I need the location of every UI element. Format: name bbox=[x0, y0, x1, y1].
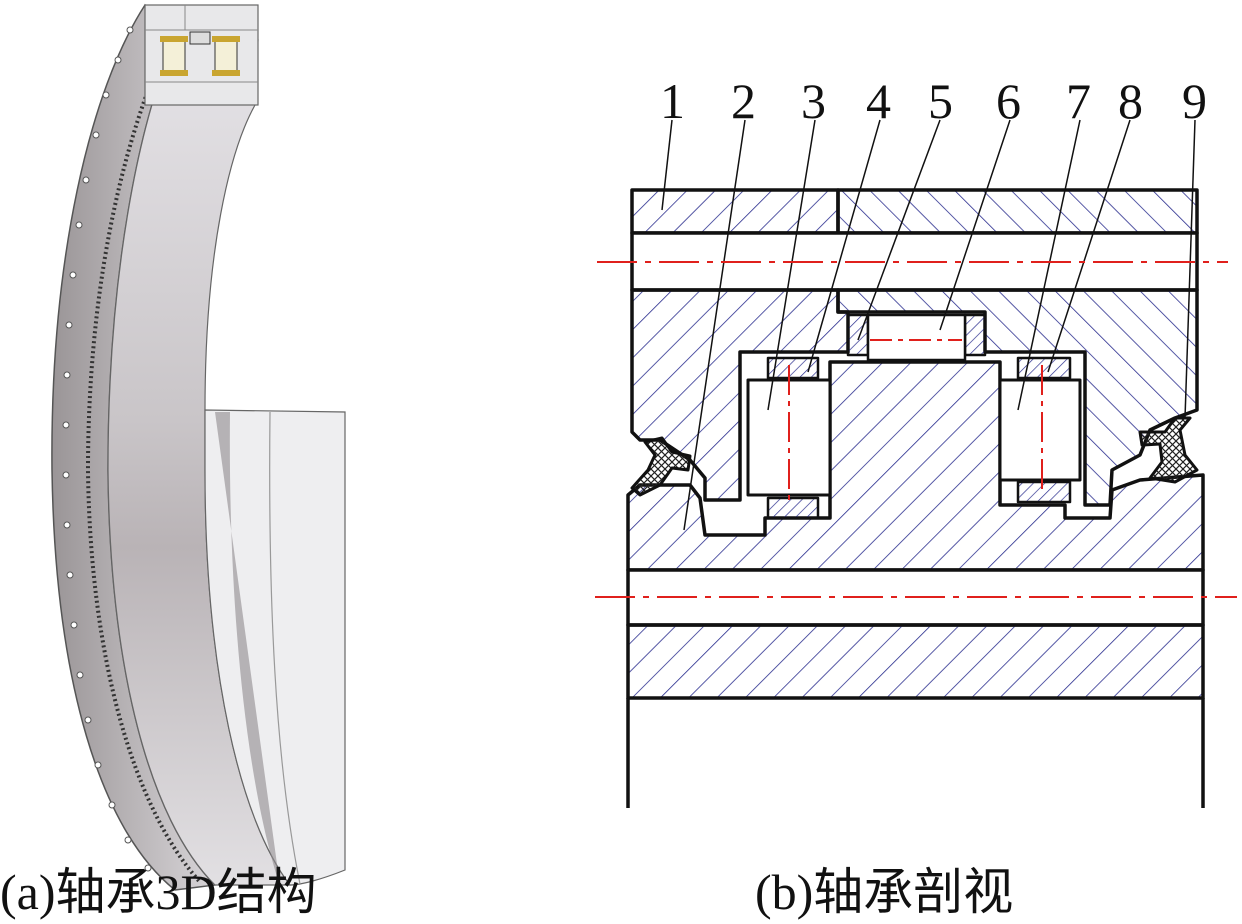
roller-3d-left bbox=[162, 37, 186, 75]
top-cut-section bbox=[144, 4, 259, 106]
cage-left-bottom bbox=[766, 496, 820, 520]
label-1: 1 bbox=[660, 73, 685, 129]
caption-b: (b)轴承剖视 bbox=[755, 864, 1014, 920]
outer-ring-right-body bbox=[836, 288, 1199, 507]
seal-right bbox=[1138, 416, 1199, 484]
cage-right-bottom bbox=[1016, 480, 1072, 504]
label-8: 8 bbox=[1118, 73, 1143, 129]
cut-face-shadow bbox=[215, 412, 280, 886]
label-3: 3 bbox=[801, 73, 826, 129]
label-9: 9 bbox=[1182, 73, 1207, 129]
lower-cut-face bbox=[204, 409, 346, 886]
spacer-right bbox=[963, 313, 987, 357]
seal-groove bbox=[85, 59, 202, 884]
label-7: 7 bbox=[1066, 73, 1091, 129]
caption-a: (a)轴承3D结构 bbox=[0, 864, 317, 920]
inner-cylinder bbox=[107, 39, 292, 886]
roller-right bbox=[998, 378, 1082, 482]
label-6: 6 bbox=[996, 73, 1021, 129]
label-2: 2 bbox=[731, 73, 756, 129]
outer-ring-right-band bbox=[836, 188, 1199, 235]
pin bbox=[866, 313, 967, 362]
cut-face-edge bbox=[269, 411, 301, 885]
label-5: 5 bbox=[928, 73, 953, 129]
cage-right-top bbox=[1016, 356, 1072, 380]
leader-lines bbox=[661, 119, 1196, 531]
part-numbers: 1 2 3 4 5 6 7 8 9 bbox=[660, 73, 1207, 129]
cage-left-top bbox=[766, 356, 820, 380]
roller-3d-right bbox=[214, 37, 238, 75]
label-4: 4 bbox=[866, 73, 891, 129]
inner-ring-lower-band bbox=[626, 623, 1205, 700]
seal-left bbox=[630, 436, 692, 497]
bearing-section-view bbox=[595, 119, 1237, 808]
outer-ring-left-band bbox=[630, 188, 840, 235]
center-lines bbox=[595, 261, 1237, 598]
bolt-holes bbox=[62, 26, 152, 872]
bearing-3d-view bbox=[51, 3, 346, 891]
